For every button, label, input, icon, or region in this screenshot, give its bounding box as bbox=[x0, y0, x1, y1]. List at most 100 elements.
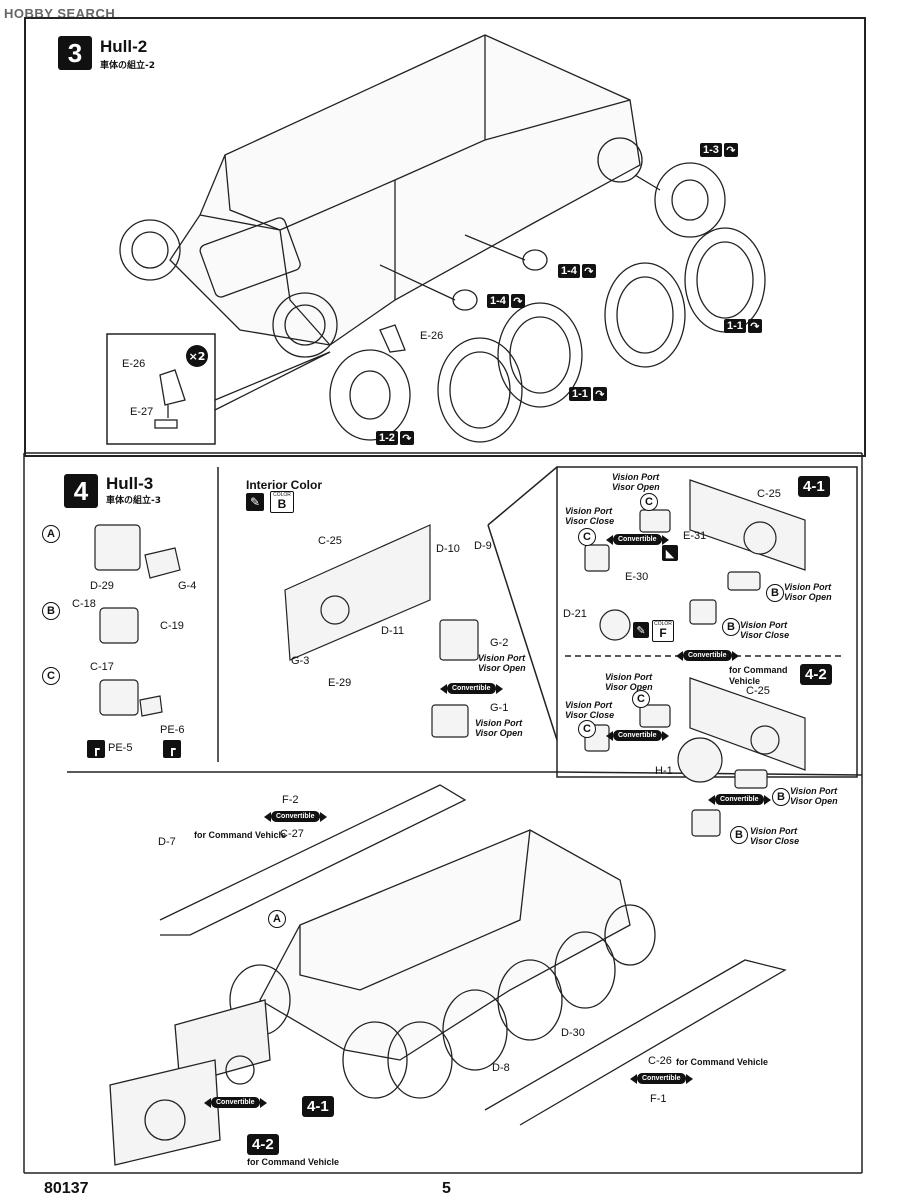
photo-etch-icon: ┏ bbox=[87, 740, 105, 758]
detail-ref-4-2: 4-2 bbox=[800, 664, 832, 685]
page-number: 5 bbox=[442, 1180, 451, 1197]
convertible-marker: Convertible bbox=[606, 730, 669, 741]
arrow-left-icon bbox=[440, 683, 447, 694]
letter-b-4-2b: B bbox=[730, 826, 748, 844]
photo-etch-icon: ┏ bbox=[163, 740, 181, 758]
label-g2: G-2 bbox=[490, 637, 509, 649]
letter-c-4-1a: C bbox=[640, 493, 658, 511]
label-d7: D-7 bbox=[158, 836, 176, 848]
badge-1-1-right: 1-1↷ bbox=[724, 318, 762, 334]
letter-a-main: A bbox=[268, 910, 286, 928]
color-tag: COLOR bbox=[273, 492, 291, 498]
step3-number: 3 bbox=[58, 36, 92, 70]
convertible-label: Convertible bbox=[211, 1097, 260, 1108]
color-code-box: COLOR F bbox=[652, 620, 674, 642]
label-c27: C-27 bbox=[280, 828, 304, 840]
step3-title: Hull-2 bbox=[100, 37, 148, 56]
arrow-right-icon bbox=[731, 650, 739, 661]
brush-icon: ✎ bbox=[246, 493, 264, 511]
arrow-left-icon bbox=[204, 1097, 211, 1108]
arrow-left-icon bbox=[264, 811, 271, 822]
arrow-right-icon bbox=[763, 794, 771, 805]
note-4-2-open-top: Vision Port Visor Open bbox=[605, 672, 653, 692]
note-visor-open-g1: Vision Port Visor Open bbox=[475, 718, 523, 738]
badge-text: 1-3 bbox=[700, 143, 722, 157]
note-4-1-open-top: Vision Port Visor Open bbox=[612, 472, 660, 492]
label-d21: D-21 bbox=[563, 608, 587, 620]
badge-text: 1-4 bbox=[487, 294, 509, 308]
paint-icon: ↷ bbox=[399, 431, 414, 445]
label-pe6: PE-6 bbox=[160, 724, 185, 736]
convertible-marker: Convertible bbox=[204, 1097, 267, 1108]
arrow-left-icon bbox=[606, 730, 613, 741]
arrow-right-icon bbox=[685, 1073, 693, 1084]
label-d8: D-8 bbox=[492, 1062, 510, 1074]
label-d10: D-10 bbox=[436, 543, 460, 555]
convertible-marker: Convertible bbox=[630, 1073, 693, 1084]
product-code: 80137 bbox=[44, 1180, 89, 1197]
label-h1: H-1 bbox=[655, 765, 673, 777]
badge-1-4-upper: 1-4↷ bbox=[558, 263, 596, 279]
convertible-marker: Convertible bbox=[676, 650, 739, 661]
letter-c-4-1b: C bbox=[578, 528, 596, 546]
arrow-left-icon bbox=[676, 650, 683, 661]
detail-ref-4-1-main: 4-1 bbox=[302, 1096, 334, 1117]
color-tag: COLOR bbox=[654, 621, 672, 627]
paint-icon: ↷ bbox=[581, 264, 596, 278]
label-e31: E-31 bbox=[683, 530, 707, 542]
arrow-right-icon bbox=[259, 1097, 267, 1108]
label-g1: G-1 bbox=[490, 702, 509, 714]
quantity-badge: ×2 bbox=[186, 345, 208, 367]
color-code: F bbox=[659, 626, 667, 640]
note-4-2-close-left: Vision Port Visor Close bbox=[565, 700, 615, 720]
brush-icon: ✎ bbox=[633, 622, 649, 638]
label-e26: E-26 bbox=[420, 330, 444, 342]
label-e27: E-27 bbox=[130, 406, 154, 418]
letter-c-4-2b: C bbox=[578, 720, 596, 738]
quantity-text: ×2 bbox=[188, 349, 206, 363]
label-f2: F-2 bbox=[282, 794, 299, 806]
label-d29: D-29 bbox=[90, 580, 114, 592]
step3-frame bbox=[24, 17, 866, 457]
label-e26-inset: E-26 bbox=[122, 358, 146, 370]
label-e30: E-30 bbox=[625, 571, 649, 583]
label-c25-interior: C-25 bbox=[318, 535, 342, 547]
convertible-label: Convertible bbox=[447, 683, 496, 694]
label-c26: C-26 bbox=[648, 1055, 672, 1067]
subassembly-letter-b: B bbox=[42, 602, 60, 620]
convertible-label: Convertible bbox=[613, 730, 662, 741]
label-c18: C-18 bbox=[72, 598, 96, 610]
convertible-label: Convertible bbox=[715, 794, 764, 805]
label-g4: G-4 bbox=[178, 580, 197, 592]
step4-number: 4 bbox=[64, 474, 98, 508]
badge-text: 1-2 bbox=[376, 431, 398, 445]
color-code: B bbox=[277, 497, 287, 511]
for-command-vehicle-c26: for Command Vehicle bbox=[676, 1057, 769, 1067]
convertible-label: Convertible bbox=[271, 811, 320, 822]
convertible-label: Convertible bbox=[683, 650, 732, 661]
note-4-2-close-right: Vision Port Visor Close bbox=[750, 826, 800, 846]
arrow-right-icon bbox=[319, 811, 327, 822]
step3-subtitle: 車体の組立-2 bbox=[100, 61, 155, 71]
arrow-left-icon bbox=[630, 1073, 637, 1084]
badge-text: 1-4 bbox=[558, 264, 580, 278]
badge-text: 1-1 bbox=[569, 387, 591, 401]
note-visor-open-g2: Vision Port Visor Open bbox=[478, 653, 526, 673]
note-4-2-open-right: Vision Port Visor Open bbox=[790, 786, 838, 806]
color-code-box: COLOR B bbox=[270, 491, 294, 513]
label-c19: C-19 bbox=[160, 620, 184, 632]
convertible-marker: Convertible bbox=[264, 811, 327, 822]
arrow-right-icon bbox=[495, 683, 503, 694]
label-g3: G-3 bbox=[291, 655, 310, 667]
subassembly-letter-a: A bbox=[42, 525, 60, 543]
convertible-marker: Convertible bbox=[440, 683, 503, 694]
convertible-marker: Convertible bbox=[606, 534, 669, 545]
step4-title: Hull-3 bbox=[106, 474, 154, 493]
badge-1-1-left: 1-1↷ bbox=[569, 386, 607, 402]
for-command-vehicle-c27: for Command Vehicle bbox=[194, 830, 287, 840]
detail-ref-4-2-main: 4-2 bbox=[247, 1134, 279, 1155]
paint-icon: ↷ bbox=[592, 387, 607, 401]
letter-b-4-1a: B bbox=[766, 584, 784, 602]
paint-icon: ↷ bbox=[747, 319, 762, 333]
